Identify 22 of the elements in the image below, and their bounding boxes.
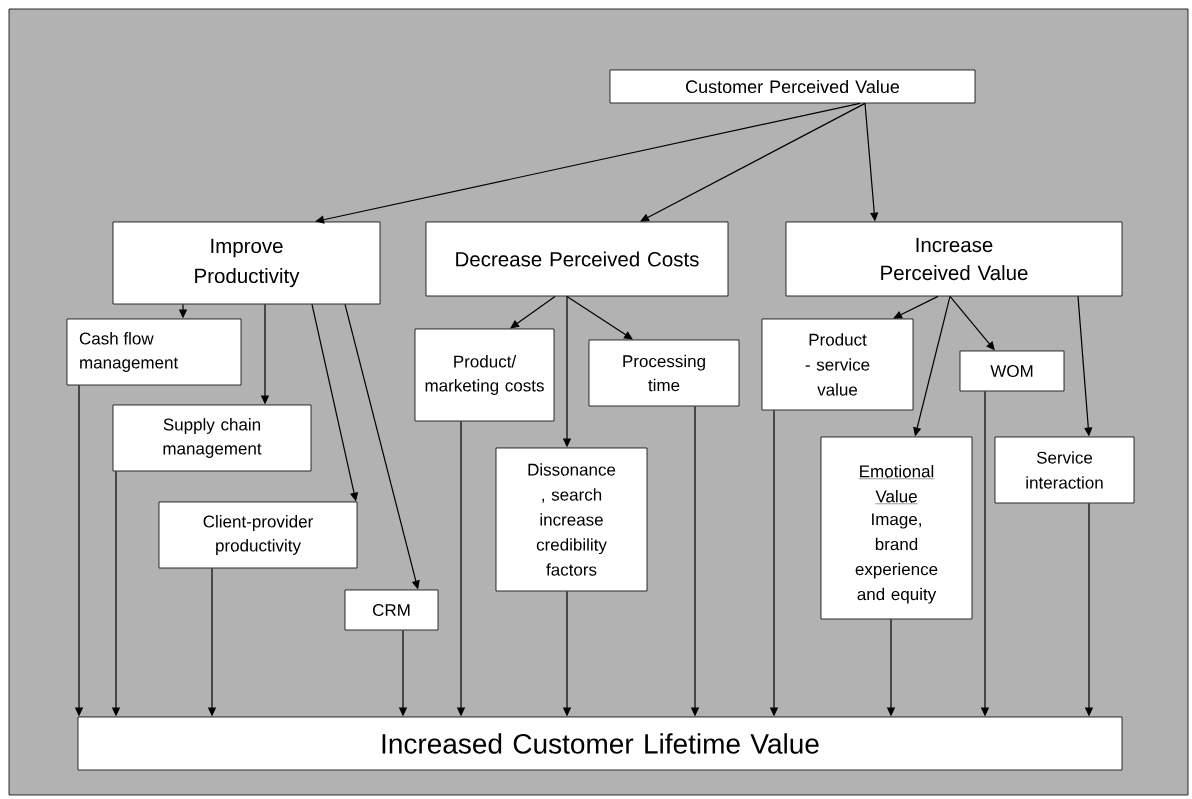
arrow: [893, 295, 939, 319]
factor-box: Product - service value: [761, 318, 914, 411]
concept-box: Improve Productivity: [112, 221, 381, 305]
concept-box: Increase Perceived Value: [785, 221, 1123, 297]
factor-box: WOM: [959, 350, 1065, 392]
arrow: [510, 295, 556, 329]
arrow: [949, 295, 995, 351]
factor-box: Dissonance , search increase credibility factors: [495, 447, 648, 592]
factor-box: Emotional Value Image, brand experience and equity: [820, 436, 973, 620]
factor-box: CRM: [344, 589, 439, 631]
factor-box: Service interaction: [994, 436, 1135, 504]
factor-box: Cash flow management: [66, 318, 242, 386]
factor-box: Product/ marketing costs: [414, 328, 555, 422]
concept-box: Decrease Perceived Costs: [425, 221, 729, 297]
result-box: Increased Customer Lifetime Value: [77, 716, 1123, 771]
factor-box: Supply chain management: [112, 404, 312, 472]
arrow: [315, 102, 861, 224]
factor-box: Processing time: [588, 339, 740, 407]
concept-box: Customer Perceived Value: [609, 69, 976, 104]
factor-box: Client-provider productivity: [158, 501, 358, 569]
arrow: [566, 295, 633, 340]
arrow: [640, 102, 866, 222]
